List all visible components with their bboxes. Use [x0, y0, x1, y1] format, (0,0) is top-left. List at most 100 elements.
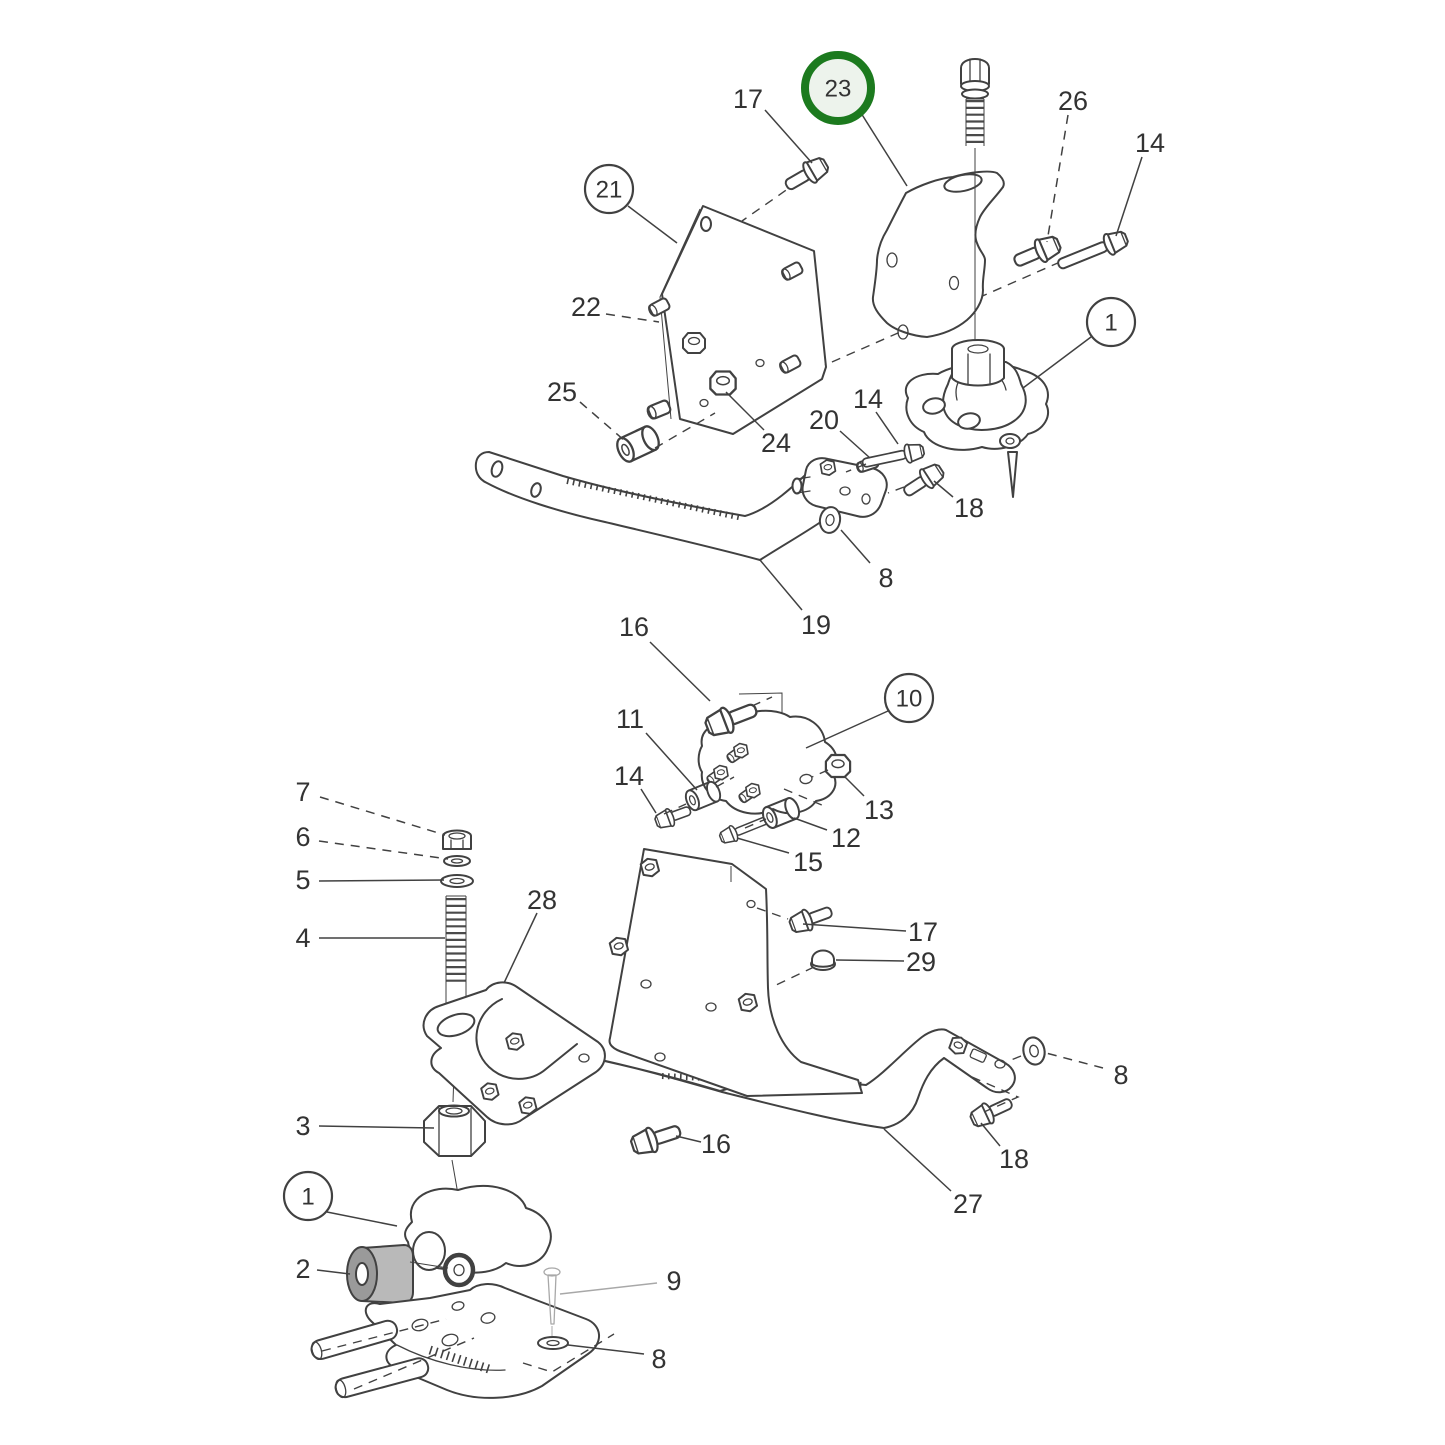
callout-leader-17 [802, 923, 907, 932]
callout-leader-28 [503, 912, 538, 984]
callout-leader-9 [559, 1282, 658, 1295]
callout-leader-25 [579, 401, 626, 442]
engine-mount-part-1-upper [905, 339, 1049, 498]
axes-arm-tab [971, 1055, 1022, 1113]
callout-16[interactable]: 16 [619, 612, 649, 642]
callout-circle-23[interactable] [801, 51, 875, 125]
callout-1[interactable]: 1 [301, 1184, 314, 1211]
callout-5[interactable]: 5 [295, 865, 310, 895]
callout-leader-21 [627, 205, 678, 244]
callout-14[interactable]: 14 [614, 761, 644, 791]
callout-2[interactable]: 2 [295, 1254, 310, 1284]
callout-leader-1 [326, 1211, 398, 1227]
callout-18[interactable]: 18 [954, 493, 984, 523]
callout-leader-8 [840, 529, 871, 564]
mounting-plate-part [644, 205, 827, 435]
callout-6[interactable]: 6 [295, 822, 310, 852]
callout-circle-1[interactable] [282, 1170, 334, 1222]
callout-8[interactable]: 8 [1113, 1060, 1128, 1090]
callout-21[interactable]: 21 [596, 177, 623, 204]
callout-20[interactable]: 20 [809, 405, 839, 435]
callout-12[interactable]: 12 [831, 823, 861, 853]
callout-circle-21[interactable] [583, 163, 635, 215]
callout-leader-10 [805, 710, 889, 749]
callout-leader-15 [736, 837, 790, 854]
callout-22[interactable]: 22 [571, 292, 601, 322]
callout-leader-16 [649, 641, 711, 702]
callout-leader-1 [1022, 336, 1092, 389]
callout-leader-24 [725, 391, 765, 431]
callout-leader-23 [860, 112, 908, 187]
axis-bolt-17 [741, 171, 813, 222]
callout-leader-8 [1045, 1052, 1104, 1069]
callout-4[interactable]: 4 [295, 923, 310, 953]
bolt-part-17-upper [780, 152, 833, 197]
callout-26[interactable]: 26 [1058, 86, 1088, 116]
callout-leader-8 [567, 1344, 645, 1355]
callout-leader-12 [793, 817, 828, 831]
spacer-part-25 [612, 422, 664, 466]
callout-leader-13 [844, 776, 865, 797]
callout-leader-11 [645, 732, 698, 791]
callout-19[interactable]: 19 [801, 610, 831, 640]
bolt-part-16-bottom [627, 1117, 685, 1160]
bolt-part-18-lower [966, 1091, 1017, 1132]
callout-leader-18 [933, 480, 954, 498]
stud-and-capnut-part [960, 58, 990, 342]
callout-10[interactable]: 10 [896, 686, 923, 713]
washer-part-8-bottom [537, 1336, 569, 1350]
lower-assembly [310, 692, 1049, 1399]
callout-leader-18 [980, 1122, 1001, 1147]
diagram-artwork [310, 58, 1132, 1399]
callout-25[interactable]: 25 [547, 377, 577, 407]
callout-leader-3 [318, 1125, 435, 1129]
mount-bracket-part-28 [422, 981, 606, 1126]
callout-8[interactable]: 8 [651, 1344, 666, 1374]
callout-circle-1[interactable] [1085, 296, 1137, 348]
callout-leader-6 [318, 840, 449, 860]
callout-leader-14 [1115, 156, 1143, 237]
engine-mount-part-1-lower [310, 1185, 600, 1399]
callout-24[interactable]: 24 [761, 428, 791, 458]
plug-part-29 [810, 949, 836, 971]
callout-leader-5 [318, 879, 445, 882]
bolt-part-14-upper [1053, 226, 1132, 277]
callout-14[interactable]: 14 [853, 384, 883, 414]
callout-8[interactable]: 8 [878, 563, 893, 593]
bolt-part-26 [1009, 231, 1065, 274]
callout-circle-10[interactable] [883, 672, 935, 724]
callout-23[interactable]: 23 [825, 76, 852, 103]
axis-spacer-25 [654, 412, 716, 449]
callout-11[interactable]: 11 [616, 704, 644, 734]
callout-13[interactable]: 13 [864, 795, 894, 825]
callout-9[interactable]: 9 [666, 1266, 681, 1296]
callout-7[interactable]: 7 [295, 777, 310, 807]
callout-16[interactable]: 16 [701, 1129, 731, 1159]
pin-part-9 [543, 1267, 561, 1336]
callout-17[interactable]: 17 [908, 917, 938, 947]
callout-27[interactable]: 27 [953, 1189, 983, 1219]
callout-15[interactable]: 15 [793, 847, 823, 877]
callout-3[interactable]: 3 [295, 1111, 310, 1141]
nut-part-3 [423, 1104, 486, 1201]
stud-pin-a [310, 1319, 399, 1361]
callout-leader-19 [759, 559, 803, 611]
nut-part-13 [824, 753, 852, 779]
callout-leader-7 [319, 796, 446, 836]
callout-28[interactable]: 28 [527, 885, 557, 915]
callout-leader-27 [883, 1128, 952, 1192]
callout-leader-2 [316, 1269, 351, 1275]
callout-leader-29 [835, 959, 905, 962]
bolt-part-18-upper [898, 459, 949, 503]
callout-1[interactable]: 1 [1104, 310, 1117, 337]
callout-leader-20 [839, 430, 871, 459]
axis-clevis-bolts [845, 463, 905, 494]
callout-14[interactable]: 14 [1135, 128, 1165, 158]
callout-17[interactable]: 17 [733, 84, 763, 114]
support-bracket-part-23 [871, 170, 1005, 340]
callout-18[interactable]: 18 [999, 1144, 1029, 1174]
callout-29[interactable]: 29 [906, 947, 936, 977]
bushing-part-2 [346, 1244, 449, 1304]
